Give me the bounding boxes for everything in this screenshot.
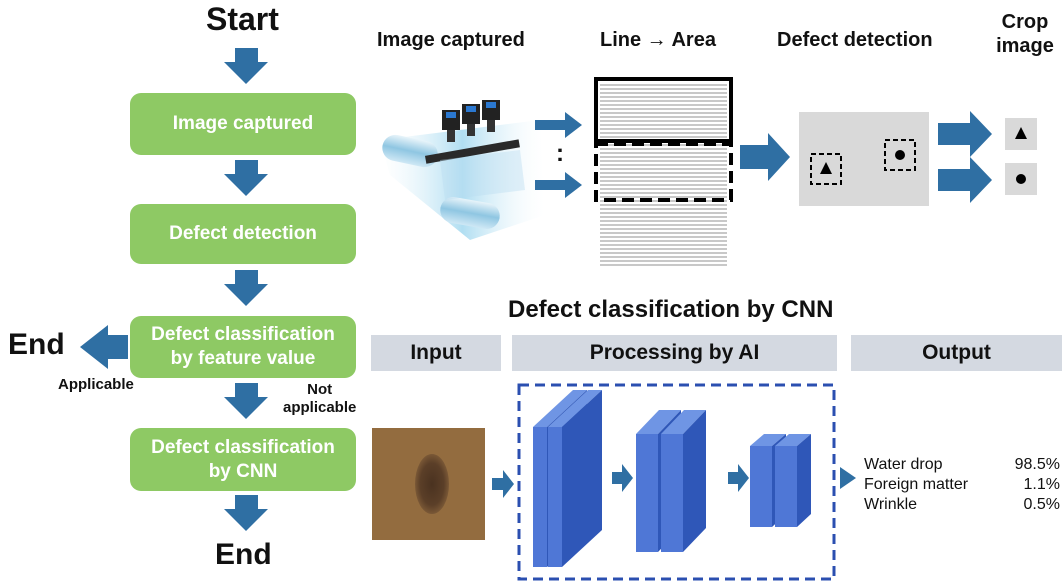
line-area-stack — [594, 77, 733, 266]
cnn-title: Defect classification by CNN — [508, 296, 834, 323]
cnn-layers — [533, 390, 811, 567]
down-arrow-4 — [224, 383, 268, 419]
input-image — [372, 428, 485, 540]
header-output: Output — [851, 335, 1062, 371]
flow-end-bottom-label: End — [215, 538, 272, 571]
pipeline-crop-image-label: Crop image — [992, 10, 1058, 58]
pipeline-defect-detection-label: Defect detection — [777, 29, 933, 51]
output-list: Water drop 98.5% Foreign matter 1.1% Wri… — [864, 455, 1060, 515]
pipeline-ellipsis: : — [556, 140, 564, 167]
output-value: 1.1% — [1023, 476, 1060, 493]
header-processing: Processing by AI — [512, 335, 837, 371]
flow-step-text: Image captured — [172, 113, 314, 134]
left-arrow-end — [80, 325, 128, 369]
output-row: Water drop 98.5% — [864, 455, 1060, 475]
output-label: Wrinkle — [864, 496, 918, 513]
defect-detection-panel — [799, 112, 929, 206]
crop-arrows — [938, 111, 992, 203]
header-input-label: Input — [410, 341, 462, 364]
flow-step-defect-detection: Defect detection — [130, 204, 356, 264]
down-arrow-1 — [224, 48, 268, 84]
flow-step-text: Defect detection — [169, 223, 317, 244]
down-arrow-3 — [224, 270, 268, 306]
flow-step-classification-cnn: Defect classification by CNN — [130, 428, 356, 491]
output-value: 98.5% — [1014, 456, 1060, 473]
not-applicable-label: Not applicable — [283, 381, 356, 417]
not-applicable-line: applicable — [283, 399, 357, 416]
output-label: Water drop — [864, 456, 943, 473]
flow-step-classification-feature: Defect classification by feature value — [130, 316, 356, 378]
output-row: Wrinkle 0.5% — [864, 495, 1060, 515]
flow-end-left-label: End — [8, 328, 65, 361]
header-processing-label: Processing by AI — [589, 341, 760, 364]
flow-step-text: Defect classification — [151, 324, 335, 345]
flow-step-image-captured: Image captured — [130, 93, 356, 155]
pipeline-image-captured-label: Image captured — [377, 29, 525, 51]
film-camera-illustration — [380, 100, 545, 240]
header-output-label: Output — [922, 341, 991, 364]
camera-1 — [442, 110, 460, 142]
ai-dashed-frame — [517, 383, 836, 581]
applicable-label: Applicable — [58, 376, 134, 393]
camera-2 — [462, 104, 480, 136]
cnn-arrows — [492, 464, 856, 498]
capture-arrows — [535, 112, 582, 198]
flow-step-text: by CNN — [208, 460, 278, 482]
camera-3 — [482, 100, 500, 132]
output-label: Foreign matter — [864, 476, 969, 493]
flow-start-label: Start — [206, 1, 279, 37]
down-arrow-2 — [224, 160, 268, 196]
flow-step-text: by feature value — [170, 348, 316, 369]
down-arrow-5 — [224, 495, 268, 531]
crop-images — [1005, 118, 1037, 195]
crop-image-line: image — [996, 35, 1054, 57]
flow-arrows — [80, 48, 268, 531]
not-applicable-line: Not — [307, 381, 333, 398]
output-row: Foreign matter 1.1% — [864, 475, 1060, 495]
pipeline-line-area-label: Line → Area — [600, 29, 716, 51]
header-input: Input — [371, 335, 501, 371]
output-value: 0.5% — [1023, 496, 1060, 513]
detect-arrow — [740, 133, 790, 181]
crop-image-line: Crop — [1001, 11, 1049, 33]
flow-step-text: Defect classification — [151, 436, 335, 458]
